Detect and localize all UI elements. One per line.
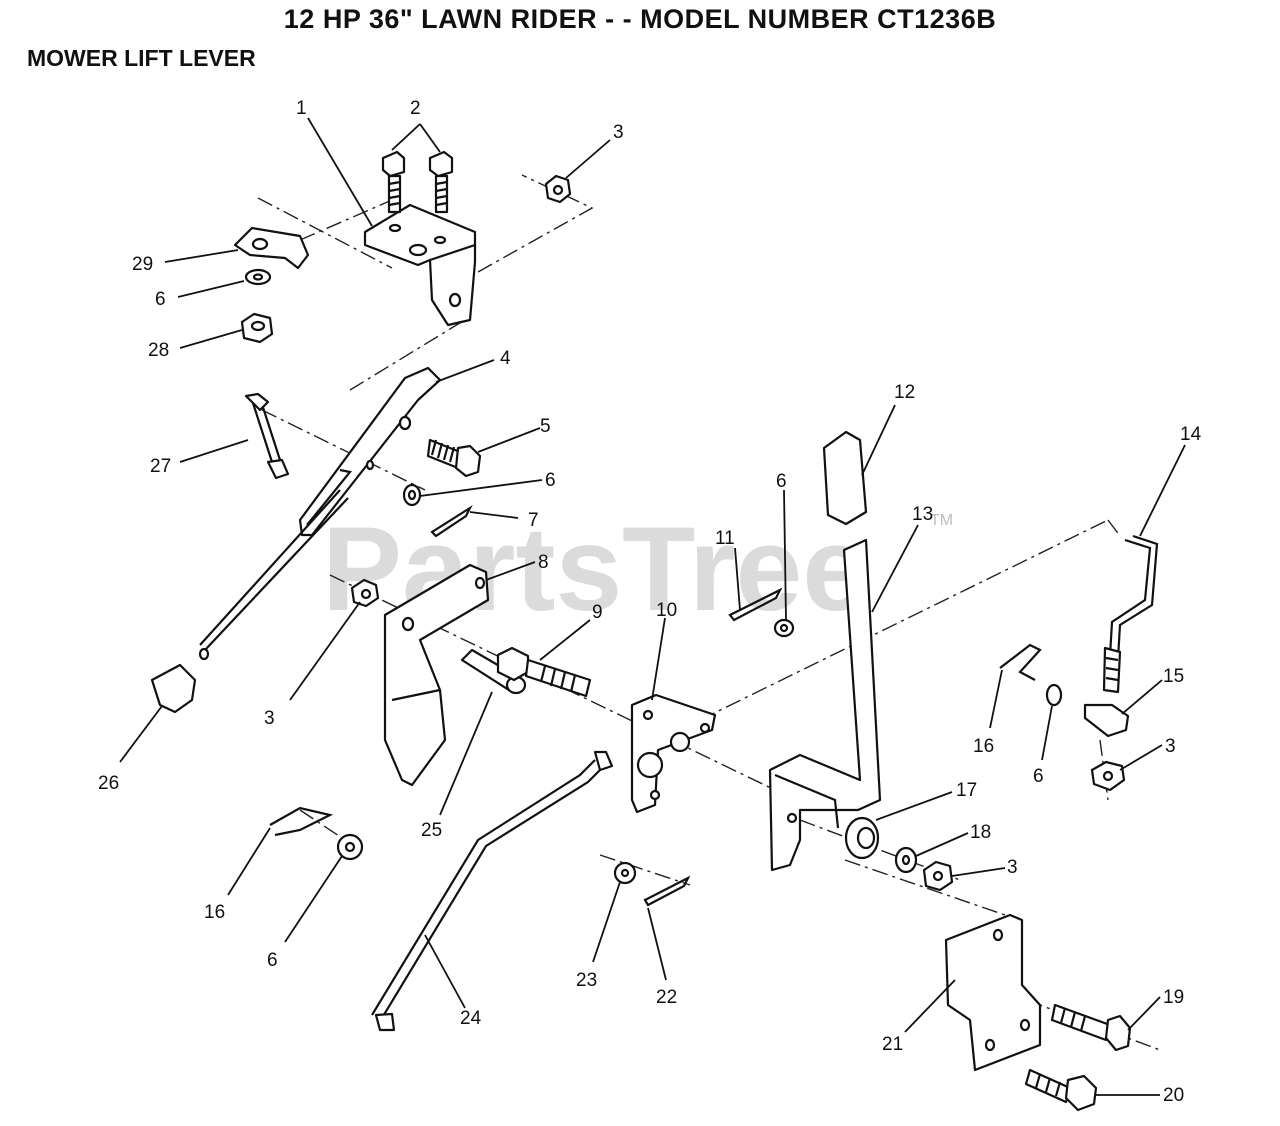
part-14-height-rod [1102,534,1159,694]
part-5-bolt [426,438,482,478]
part-6-washer-b [402,483,422,507]
part-6-washer-d [1045,683,1063,707]
part-28-nut [240,312,274,344]
part-27-link-rod [244,392,290,480]
callout-27: 27 [150,456,171,477]
part-6-washer-e [336,833,364,861]
part-4-lever-arm [198,366,442,661]
part-13-lift-lever [768,538,882,872]
callout-23: 23 [576,970,597,991]
part-10-link-plate [630,693,717,814]
section-title: MOWER LIFT LEVER [27,45,256,71]
callout-3: 3 [613,122,624,143]
leader-lines [119,117,1186,1096]
part-21-angle-bracket [944,913,1042,1072]
callout-22: 22 [656,987,677,1008]
callout-labels: 1 2 3 29 6 28 4 5 6 7 27 12 14 6 13 11 8… [98,98,1202,1106]
callout-4: 4 [500,348,511,369]
callout-3: 3 [264,708,275,729]
callout-14: 14 [1180,424,1202,445]
callout-6: 6 [545,470,556,491]
part-2-bolts [381,150,454,214]
callout-6: 6 [776,471,787,492]
page-title: 12 HP 36" LAWN RIDER - - MODEL NUMBER CT… [283,4,997,34]
callout-1: 1 [296,98,307,119]
callout-8: 8 [538,552,549,573]
part-18-washer [894,846,918,874]
callout-20: 20 [1163,1085,1184,1106]
callout-10: 10 [656,600,677,621]
callout-19: 19 [1163,987,1184,1008]
callout-6: 6 [267,950,278,971]
callout-13: 13 [912,504,933,525]
part-6-washer-a [244,268,272,286]
callout-5: 5 [540,416,551,437]
callout-9: 9 [592,602,603,623]
callout-7: 7 [528,510,539,531]
part-16-hairpin-a [999,643,1042,681]
callout-29: 29 [132,254,153,275]
callout-18: 18 [970,822,991,843]
part-29-clip [233,226,310,270]
part-9-long-bolt [496,646,592,698]
callout-15: 15 [1163,666,1184,687]
callout-12: 12 [894,382,915,403]
callout-24: 24 [460,1008,482,1029]
callout-3: 3 [1165,736,1176,757]
part-16-hairpin-b [269,806,334,837]
callout-16: 16 [973,736,994,757]
part-25-spacer-tube [460,648,527,695]
part-19-bolt [1050,1003,1132,1052]
assembly-lines [257,174,1161,1051]
part-1-mounting-bracket [363,203,477,327]
watermark-tm: TM [930,512,953,529]
part-23-washer [613,861,637,885]
callout-16: 16 [204,902,225,923]
callout-6: 6 [1033,766,1044,787]
part-11-pin [728,587,783,622]
part-3-nut-d [922,860,954,892]
part-20-bolt [1024,1068,1098,1112]
part-26-knob [150,663,197,714]
callout-11: 11 [715,528,735,549]
callout-3: 3 [1007,857,1018,878]
part-8-pivot-plate [383,563,490,787]
part-12-handle-grip [822,430,868,526]
callout-26: 26 [98,773,119,794]
callout-6: 6 [155,289,166,310]
part-3-nut-c [350,578,380,608]
callout-2: 2 [410,98,421,119]
part-3-nut-b [1090,760,1126,792]
part-22-cotter-pin [643,875,691,907]
part-6-washer-c [773,618,795,638]
part-7-cotter-pin [430,504,473,538]
part-17-bushing [844,816,880,860]
part-3-nut-top [544,174,572,204]
callout-17: 17 [956,780,977,801]
callout-28: 28 [148,340,169,361]
part-15-knuckle [1083,703,1130,738]
callout-25: 25 [421,820,442,841]
callout-21: 21 [882,1034,903,1055]
part-24-lift-link [371,750,614,1032]
